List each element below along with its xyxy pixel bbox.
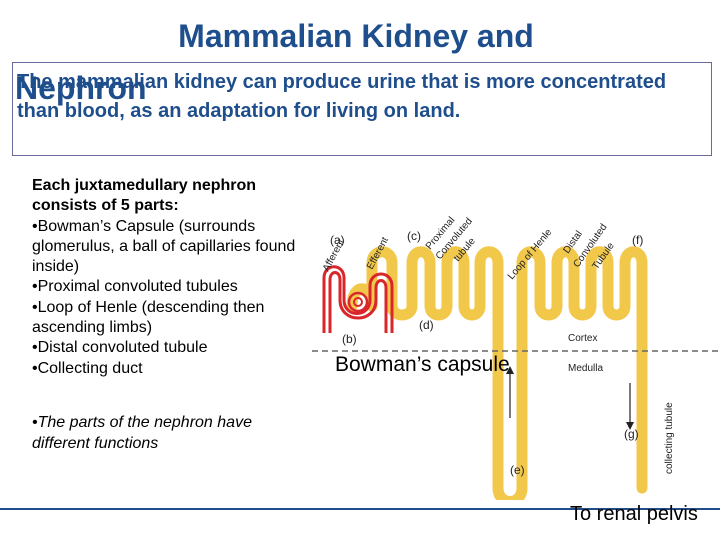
part-loop-of-henle: •Loop of Henle (descending then ascendin… [32,298,265,337]
subtitle-box [12,62,712,156]
nephron-parts-list: Each juxtamedullary nephron consists of … [32,176,302,379]
label-a: (a) [330,233,345,247]
slide-title-line2: Nephron [15,70,147,106]
label-collecting-tubule: collecting tubule [664,402,675,474]
part-bowmans-capsule: •Bowman’s Capsule (surrounds glomerulus,… [32,217,296,276]
label-d: (d) [419,318,434,332]
label-e: (e) [510,463,525,477]
capillaries [322,265,394,333]
nephron-tubule [346,246,648,500]
label-g: (g) [624,427,639,441]
functions-note: •The parts of the nephron have different… [32,414,252,452]
nephron-diagram: (a) (c) (b) (d) (e) (f) (g) Afferent Eff… [312,215,720,500]
label-c: (c) [407,229,421,243]
slide-title: Mammalian Kidney and [178,18,534,54]
label-loop-of-henle: Loop of Henle [506,227,555,282]
label-f: (f) [632,233,643,247]
subtitle: The mammalian kidney can produce urine t… [17,71,667,122]
bottom-rule [0,508,720,510]
parts-heading: Each juxtamedullary nephron consists of … [32,177,257,215]
part-proximal-tubules: •Proximal convoluted tubules [32,278,238,296]
flow-arrows [506,366,634,430]
part-distal-tubule: •Distal convoluted tubule [32,339,208,357]
label-cortex: Cortex [568,333,597,344]
renal-pelvis-label: To renal pelvis [570,503,698,525]
label-medulla: Medulla [568,363,603,374]
bowmans-capsule-label: Bowman’s capsule [335,353,510,376]
part-collecting-duct: •Collecting duct [32,359,143,377]
label-b: (b) [342,332,357,346]
